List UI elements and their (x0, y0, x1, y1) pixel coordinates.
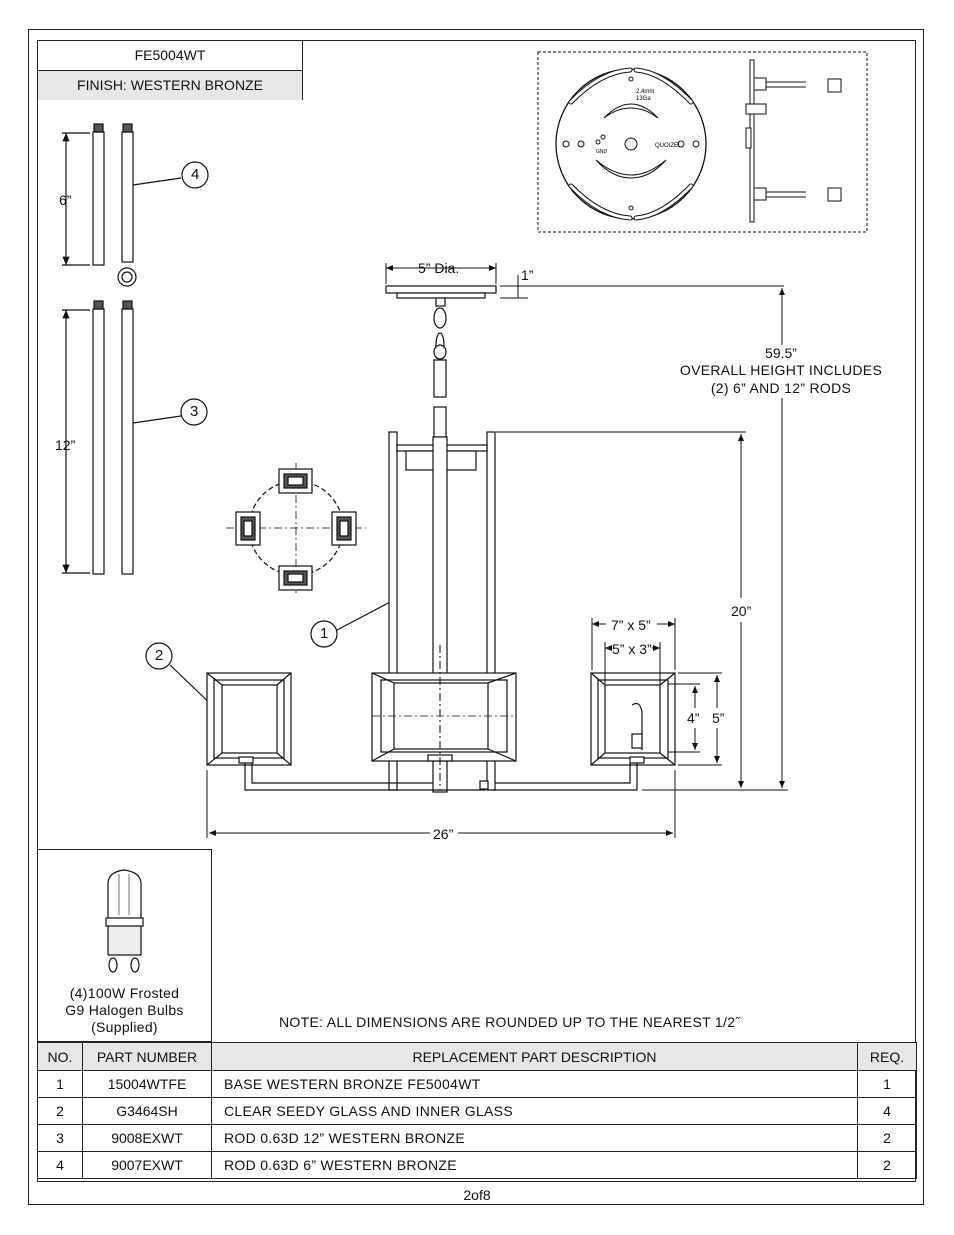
overall-height-note-2: (2) 6” AND 12” RODS (710, 380, 852, 396)
row-no: 3 (37, 1124, 83, 1152)
row-desc: CLEAR SEEDY GLASS AND INNER GLASS (211, 1097, 858, 1125)
row-part: 9008EXWT (82, 1124, 212, 1152)
overall-width-dimension (206, 770, 676, 838)
row-req: 2 (857, 1124, 917, 1152)
row-req: 2 (857, 1151, 917, 1179)
callout-3: 3 (190, 403, 199, 420)
row-desc: ROD 0.63D 6” WESTERN BRONZE (211, 1151, 858, 1179)
dimension-note: NOTE: ALL DIMENSIONS ARE ROUNDED UP TO T… (279, 1014, 741, 1030)
plate-spec-1: 2.4mm (636, 89, 654, 95)
table-row: 3 9008EXWT ROD 0.63D 12” WESTERN BRONZE … (37, 1124, 917, 1152)
bulb-caption-line1: (4)100W Frosted (69, 985, 180, 1001)
shade-dimensions (591, 618, 722, 766)
table-row: 1 15004WTFE BASE WESTERN BRONZE FE5004WT… (37, 1070, 917, 1098)
row-desc: ROD 0.63D 12” WESTERN BRONZE (211, 1124, 858, 1152)
bulb-caption-line2: G9 Halogen Bulbs (65, 1002, 184, 1018)
sheet-border (37, 40, 916, 1182)
row-part: G3464SH (82, 1097, 212, 1125)
callout-1: 1 (320, 625, 329, 642)
outer-glass-height: 5” (712, 710, 725, 726)
page-number: 2of8 (463, 1187, 491, 1203)
canopy-diameter: 5” Dia. (418, 260, 460, 276)
overall-height-note-1: OVERALL HEIGHT INCLUDES (679, 362, 883, 378)
bulb-drawing (105, 869, 144, 973)
bulb-caption-line3: (Supplied) (91, 1019, 158, 1035)
shade-inner-size: 5” x 3” (612, 641, 652, 657)
row-part: 9007EXWT (82, 1151, 212, 1179)
row-part: 15004WTFE (82, 1070, 212, 1098)
row-req: 1 (857, 1070, 917, 1098)
rod-long-length: 12” (55, 437, 76, 453)
inner-glass-height: 4” (687, 710, 700, 726)
overall-height: 59.5” (765, 345, 797, 361)
model-header: FE5004WT FINISH: WESTERN BRONZE (37, 40, 303, 100)
parts-table: NO. PART NUMBER REPLACEMENT PART DESCRIP… (37, 1042, 917, 1179)
table-row: 4 9007EXWT ROD 0.63D 6” WESTERN BRONZE 2 (37, 1151, 917, 1179)
col-description: REPLACEMENT PART DESCRIPTION (211, 1042, 858, 1071)
callout-circles (145, 161, 338, 670)
parts-table-header: NO. PART NUMBER REPLACEMENT PART DESCRIP… (37, 1042, 917, 1071)
plate-gnd: GND (596, 149, 608, 155)
row-no: 1 (37, 1070, 83, 1098)
callout-2: 2 (155, 647, 164, 664)
page-border (28, 29, 924, 1205)
overall-width: 26” (433, 826, 454, 842)
row-req: 4 (857, 1097, 917, 1125)
body-height: 20” (731, 603, 752, 619)
col-part-number: PART NUMBER (82, 1042, 212, 1071)
model-number: FE5004WT (38, 41, 302, 71)
callout-4: 4 (191, 166, 200, 183)
shade-outer-size: 7” x 5” (611, 617, 651, 633)
bulb-panel (37, 849, 212, 1042)
long-rods-drawing (62, 300, 182, 575)
row-desc: BASE WESTERN BRONZE FE5004WT (211, 1070, 858, 1098)
plate-spec-2: 13Ga (636, 96, 651, 102)
rod-short-length: 6” (59, 192, 72, 208)
row-no: 2 (37, 1097, 83, 1125)
col-req: REQ. (857, 1042, 917, 1071)
col-no: NO. (37, 1042, 83, 1071)
mounting-plate-inset: 2.4mm 13Ga QUOIZEL GND (537, 51, 868, 233)
short-rods-drawing (62, 123, 182, 287)
overall-height-dimension (496, 288, 788, 791)
row-no: 4 (37, 1151, 83, 1179)
canopy-drawing (385, 263, 784, 438)
table-row: 2 G3464SH CLEAR SEEDY GLASS AND INNER GL… (37, 1097, 917, 1125)
bulb-caption: (4)100W Frosted G9 Halogen Bulbs (Suppli… (37, 985, 212, 1036)
plate-brand: QUOIZEL (655, 143, 682, 149)
finish-label: FINISH: WESTERN BRONZE (38, 71, 302, 100)
top-view-drawing (226, 463, 366, 593)
fixture-body (206, 431, 676, 793)
canopy-height: 1” (521, 267, 534, 283)
